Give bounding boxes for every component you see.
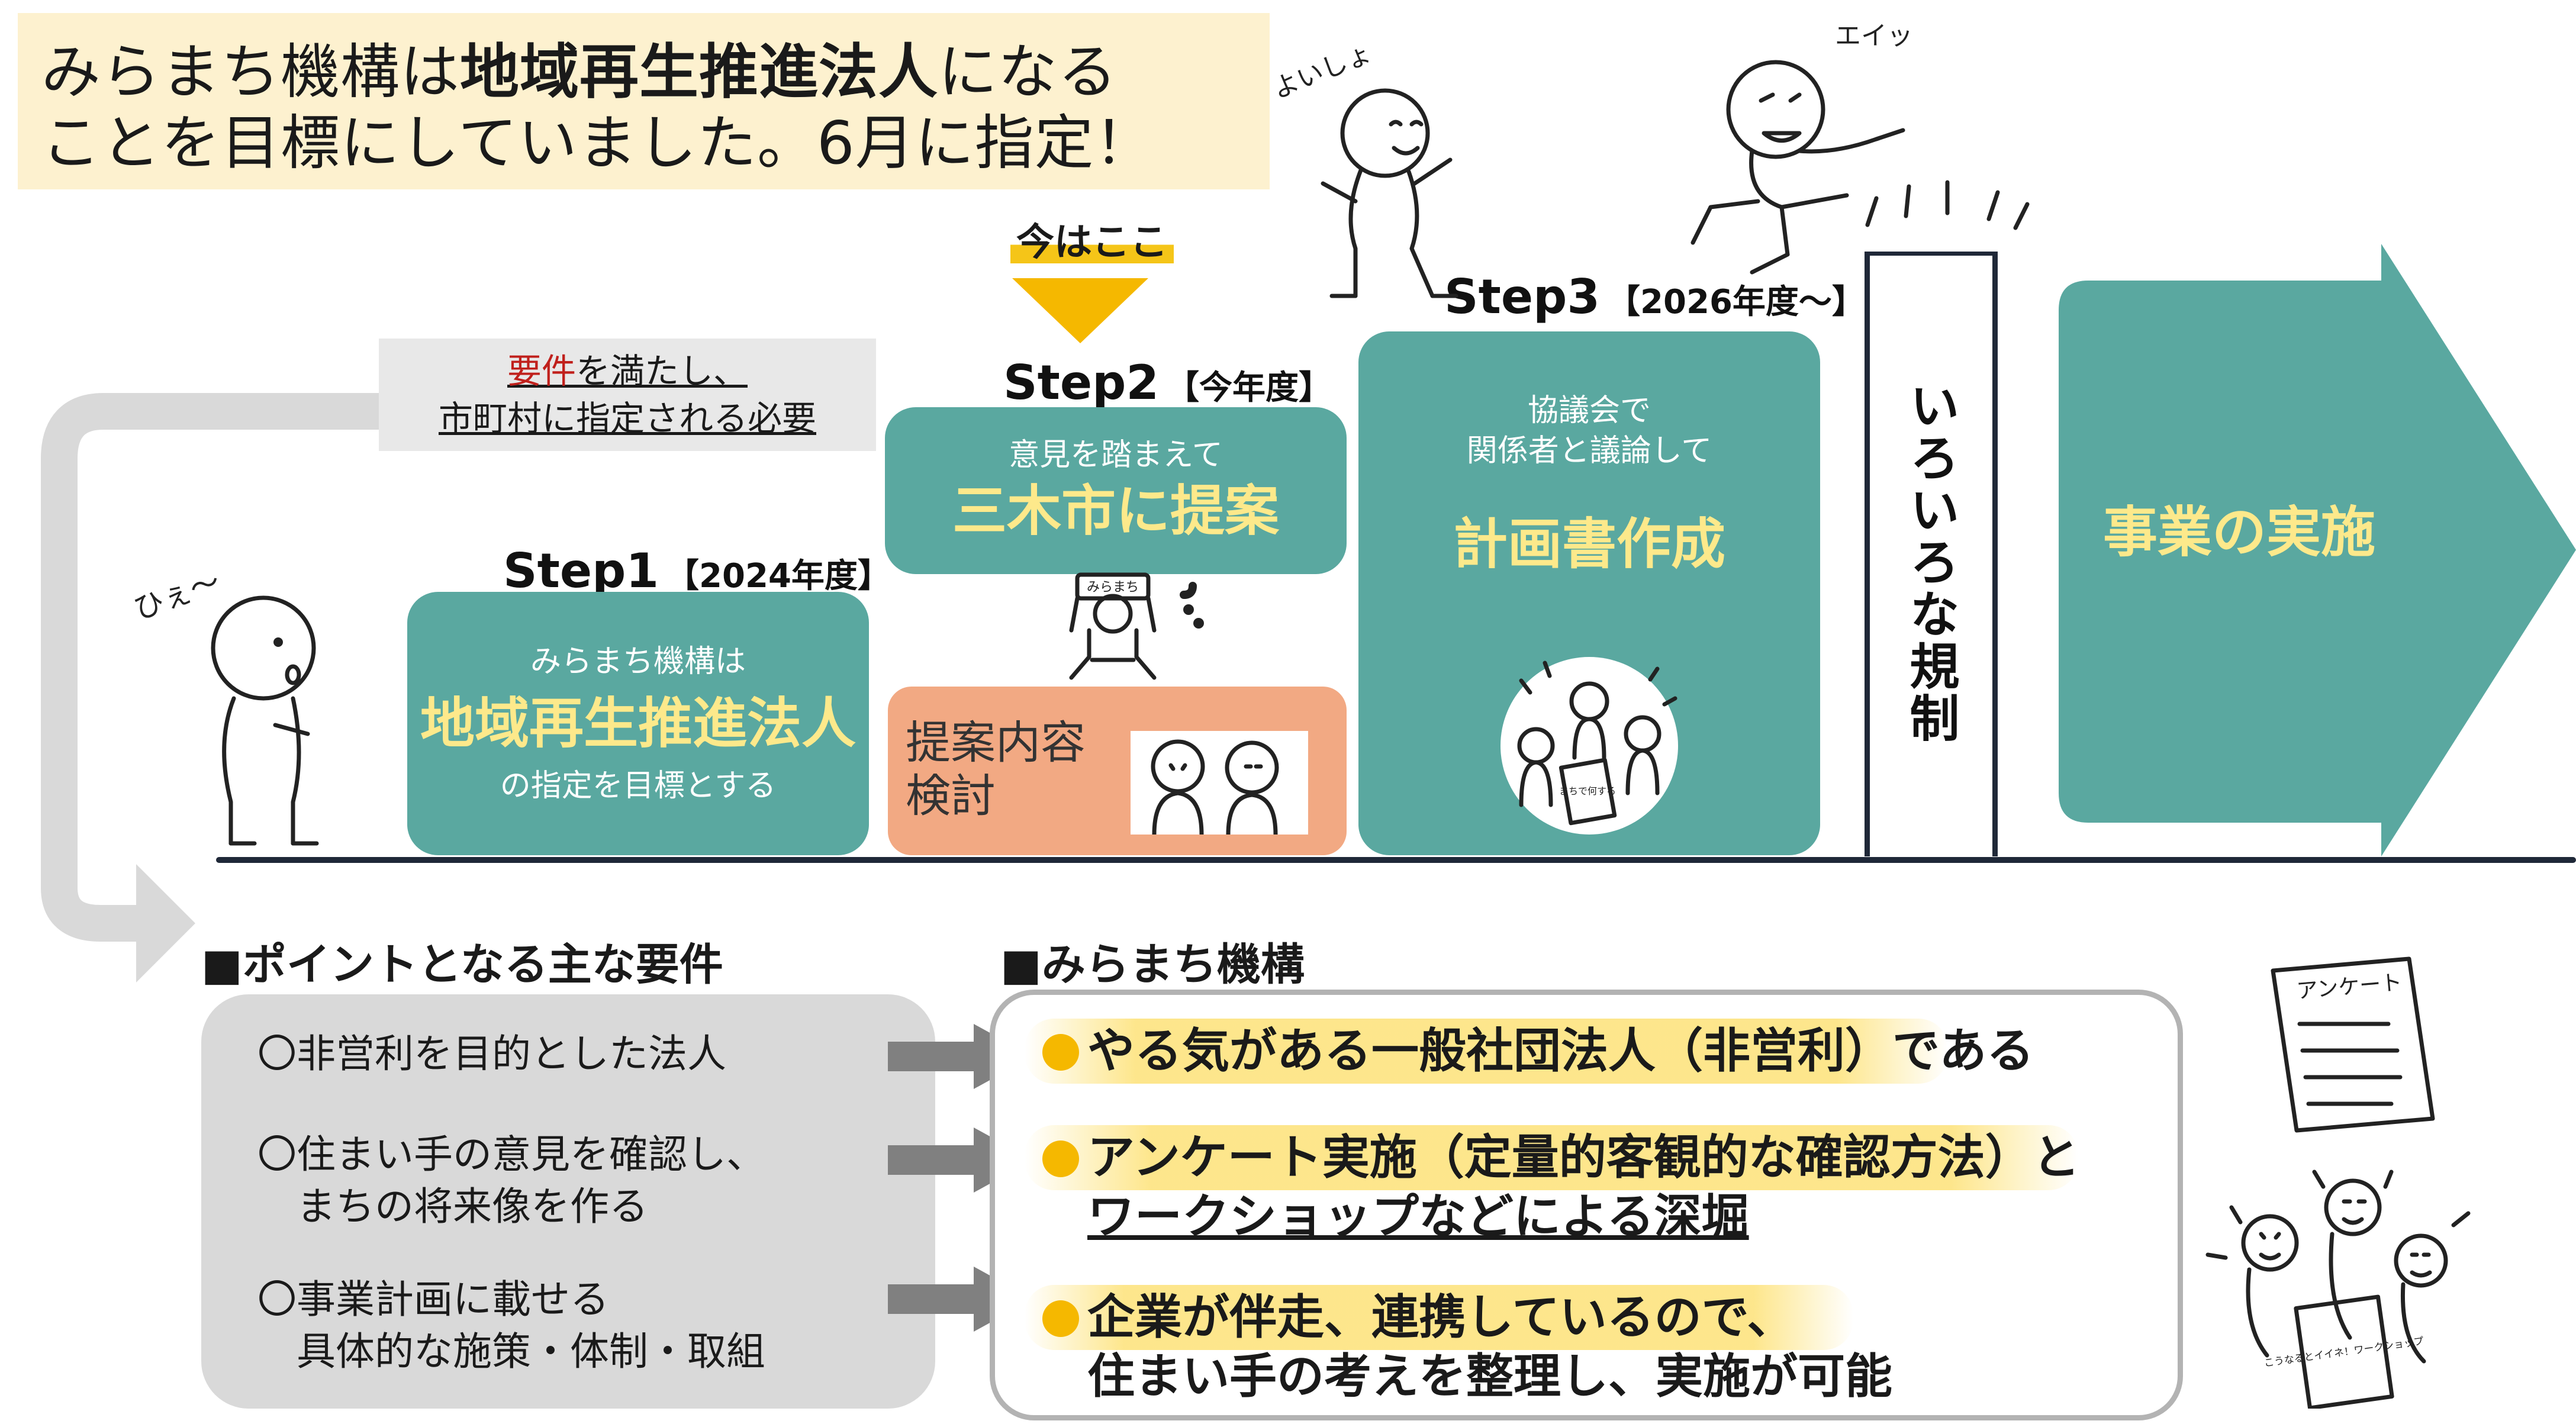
bullet-dot-icon: [1042, 1141, 1079, 1177]
regulation-text: いろいろな規制: [1902, 380, 1960, 745]
council-discussion-icon: まちで何する: [1500, 657, 1678, 835]
step1-box: みらまち機構は 地域再生推進法人 の指定を目標とする: [407, 592, 869, 855]
goal-text-box: 事業の実施: [2059, 444, 2420, 621]
goal-text: 事業の実施: [2102, 501, 2375, 564]
title-line-1: みらまち機構は地域再生推進法人になる: [41, 37, 1118, 107]
box-label-text: みらまち: [1087, 580, 1139, 595]
highlight-3: [1025, 1285, 1853, 1350]
requirement-item-3: 〇事業計画に載せる: [257, 1277, 609, 1322]
climbing-person-icon: よいしょ: [1268, 38, 1458, 298]
marker-label: 今はここ: [1010, 222, 1174, 263]
impact-marks-icon: [1865, 180, 2030, 230]
step1-small: みらまち機構は: [530, 643, 746, 679]
yoisho-text: よいしょ: [1268, 38, 1376, 105]
requirements-box: 〇非営利を目的とした法人 〇住まい手の意見を確認し、 まちの将来像を作る 〇事業…: [201, 994, 935, 1409]
miramachi-item-3-cont: 住まい手の考えを整理し、実施が可能: [1087, 1349, 1892, 1404]
miramachi-heading: ■みらまち機構: [1000, 939, 1305, 990]
sign-text: まちで何する: [1559, 785, 1616, 797]
step2-label: Step2【今年度】: [1003, 355, 1332, 410]
discussing-people-icon: [1131, 731, 1308, 835]
miramachi-item-1: やる気がある一般社団法人（非営利）である: [1042, 1022, 2034, 1081]
loop-arrow: [41, 393, 237, 982]
loop-arrow-top: [107, 393, 402, 430]
confused-person-icon: ひぇ～: [130, 565, 319, 846]
workshop-people-icon: こうなるとイイネ！ワークショップ: [2205, 1170, 2471, 1409]
requirement-item-2-cont: まちの将来像を作る: [257, 1184, 648, 1229]
step2-small: 意見を踏まえて: [1009, 437, 1223, 473]
requirement-item-2: 〇住まい手の意見を確認し、: [257, 1132, 765, 1177]
step3-small-2: 関係者と議論して: [1466, 433, 1712, 469]
title-line-2: ことを目標にしていました。6月に指定！: [41, 108, 1154, 178]
requirement-note-line-1: 要件を満たし、: [507, 351, 748, 391]
step2-big: 三木市に提案: [952, 479, 1279, 543]
marker-triangle-icon: [1012, 278, 1148, 343]
requirement-note: 要件を満たし、 市町村に指定される必要: [379, 339, 876, 451]
miramachi-item-3: 企業が伴走、連携しているので、: [1042, 1288, 1794, 1347]
current-position-marker: 今はここ: [988, 219, 1196, 266]
lifting-person-icon: みらまち: [1069, 572, 1204, 680]
step2-sub-line-2: 検討: [906, 769, 996, 822]
step3-big: 計画書作成: [1453, 513, 1725, 576]
requirement-item-3-cont: 具体的な施策・体制・取組: [257, 1329, 765, 1374]
miramachi-item-2-cont: ワークショップなどによる深堀: [1087, 1189, 1749, 1244]
miramachi-box: やる気がある一般社団法人（非営利）である アンケート実施（定量的客観的な確認方法…: [990, 990, 2183, 1420]
bullet-dot-icon: [1042, 1300, 1079, 1337]
step2-sub-line-1: 提案内容: [906, 716, 1086, 769]
bullet-dot-icon: [1042, 1034, 1079, 1071]
requirement-item-1: 〇非営利を目的とした法人: [257, 1031, 726, 1077]
requirements-heading: ■ポイントとなる主な要件: [201, 939, 723, 990]
survey-text: アンケート: [2295, 970, 2403, 1003]
step1-small-2: の指定を目標とする: [500, 768, 777, 804]
hmm-text: ひぇ～: [130, 565, 225, 627]
highlight-2: [1025, 1125, 2078, 1190]
highlight-1: [1025, 1019, 1948, 1084]
step2-box: 意見を踏まえて 三木市に提案: [885, 407, 1347, 574]
survey-sheet-icon: アンケート: [2271, 956, 2435, 1133]
step3-small-1: 協議会で: [1527, 393, 1651, 429]
step3-box: 協議会で 関係者と議論して 計画書作成 まちで何する: [1358, 331, 1820, 855]
ground-line: [216, 857, 2576, 863]
step1-label: Step1【2024年度】: [503, 543, 891, 598]
board-text: こうなるとイイネ！ワークショップ: [2263, 1335, 2424, 1370]
ei-text: エイッ: [1835, 21, 1913, 51]
title-box: みらまち機構は地域再生推進法人になる ことを目標にしていました。6月に指定！: [18, 13, 1270, 189]
miramachi-item-2: アンケート実施（定量的客観的な確認方法）と: [1042, 1128, 2080, 1187]
requirement-note-line-2: 市町村に指定される必要: [438, 398, 816, 439]
step3-label: Step3【2026年度～】: [1444, 269, 1865, 324]
goal-arrow: [2059, 244, 2576, 856]
regulation-wall: いろいろな規制: [1865, 252, 1998, 856]
step2-sub-box: 提案内容 検討: [888, 687, 1347, 855]
jumping-person-icon: エイッ: [1690, 21, 1913, 275]
step1-big: 地域再生推進法人: [420, 691, 856, 755]
